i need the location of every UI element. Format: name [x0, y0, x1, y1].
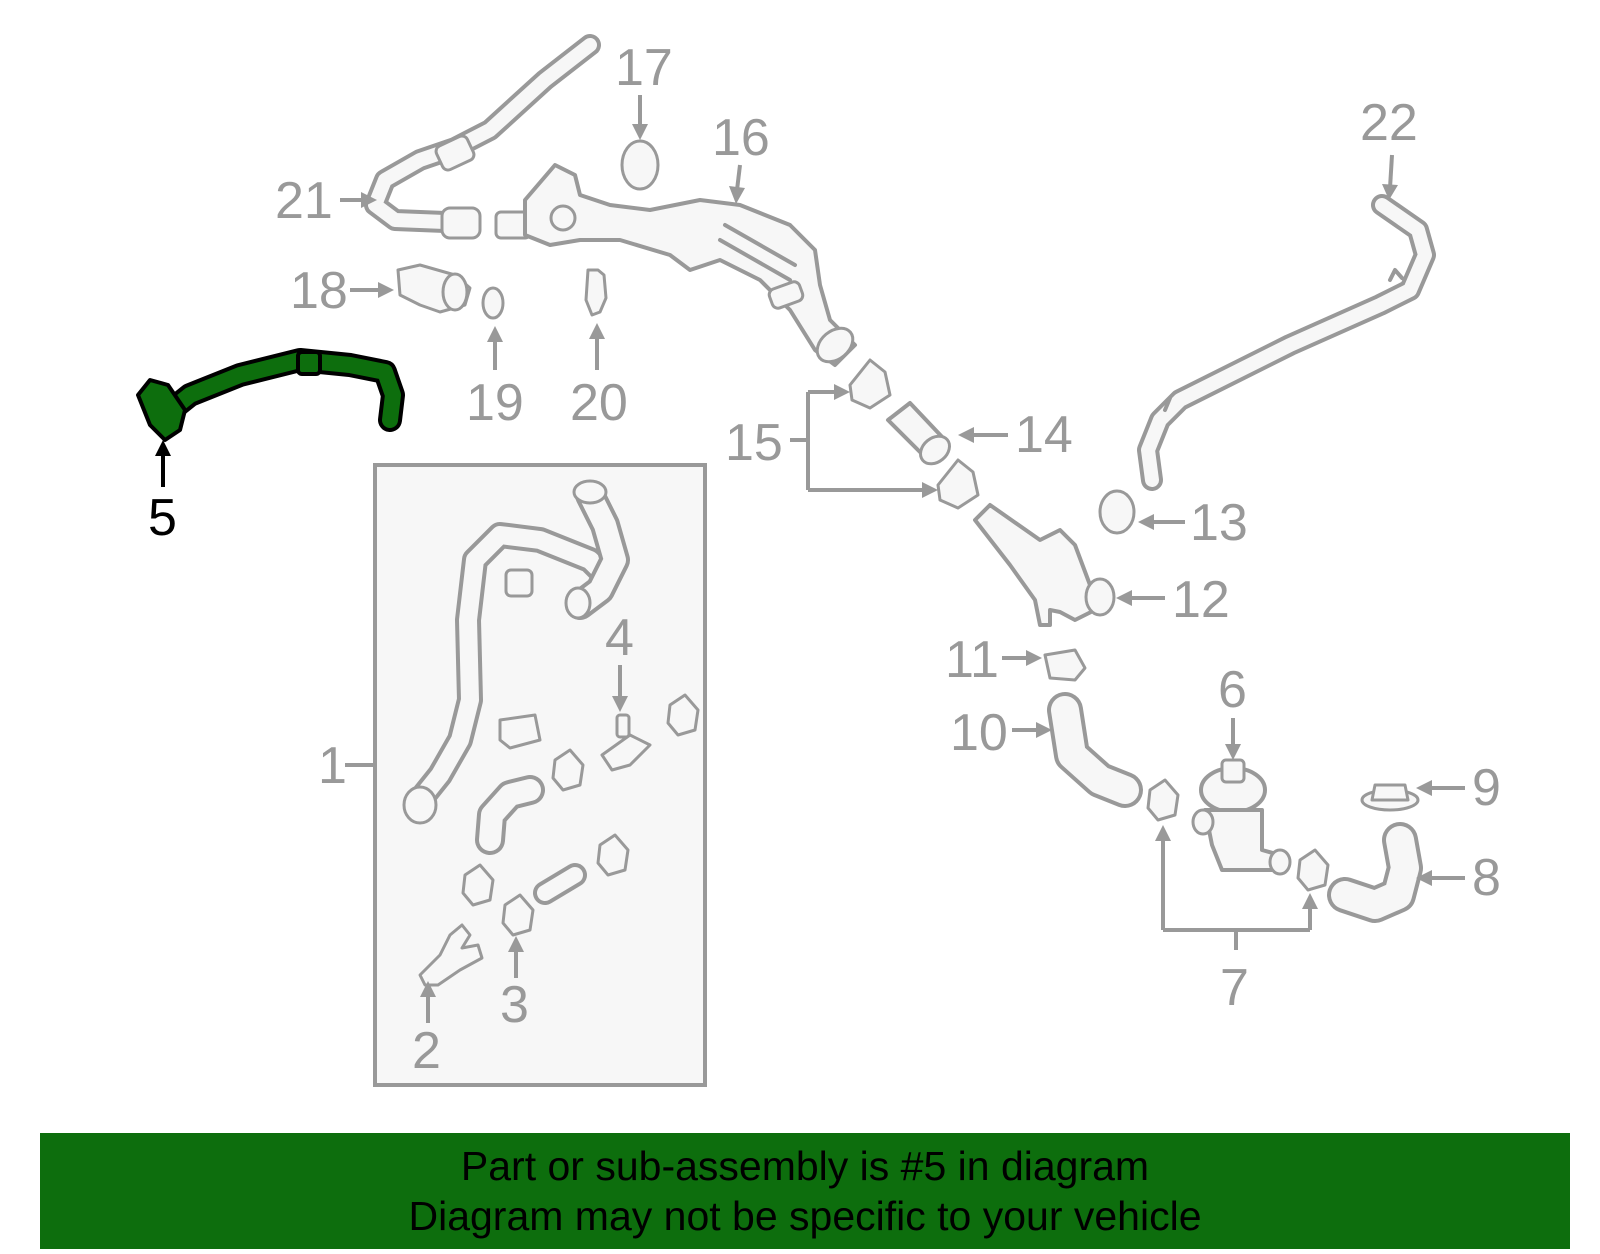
kit-clamp-a: [551, 748, 585, 792]
callout-10[interactable]: 10: [950, 704, 1008, 762]
callout-1[interactable]: 1: [318, 737, 347, 795]
part-17-o-ring[interactable]: [620, 139, 660, 191]
part-12-flange-pipe[interactable]: [973, 503, 1116, 627]
callout-6[interactable]: 6: [1218, 661, 1247, 719]
part-6-valve[interactable]: [1191, 758, 1292, 876]
kit-connector-small-hose: [533, 863, 587, 905]
callout-18[interactable]: 18: [290, 262, 348, 320]
part-9-cap[interactable]: [1360, 783, 1420, 812]
callout-8[interactable]: 8: [1472, 849, 1501, 907]
part-22-metal-pipe[interactable]: [1137, 194, 1436, 491]
part-2-y-connector[interactable]: [418, 923, 484, 987]
part-4-tee-connector[interactable]: [600, 713, 652, 772]
banner-line-1: Part or sub-assembly is #5 in diagram: [460, 1143, 1150, 1189]
kit-short-hose: [475, 775, 545, 855]
part-10-hose[interactable]: [1047, 692, 1143, 808]
part-3-clamp[interactable]: [501, 893, 535, 937]
part-8-hose[interactable]: [1327, 822, 1423, 923]
part-21-hose[interactable]: [364, 34, 601, 240]
kit-clamp-c: [596, 833, 630, 877]
callout-12[interactable]: 12: [1172, 571, 1230, 629]
part-7-clamp-right[interactable]: [1296, 848, 1330, 892]
kit-clamp-d: [461, 863, 495, 907]
callout-9[interactable]: 9: [1472, 759, 1501, 817]
callout-21[interactable]: 21: [275, 172, 333, 230]
callout-22[interactable]: 22: [1360, 94, 1418, 152]
leader-line-5: [155, 440, 171, 487]
callout-20[interactable]: 20: [570, 374, 628, 432]
callout-15[interactable]: 15: [725, 414, 783, 472]
part-14-hose[interactable]: [886, 401, 955, 469]
part-18-plug[interactable]: [396, 263, 472, 314]
callout-11[interactable]: 11: [945, 631, 999, 689]
part-7-clamp-left[interactable]: [1146, 778, 1180, 822]
part-16-coolant-pipe[interactable]: [494, 163, 859, 369]
callout-5[interactable]: 5: [148, 489, 177, 547]
callout-labels: 17 16 21 18 19 20 22 15 14 13 12 11 10 6…: [148, 39, 1501, 1080]
part-19-o-ring[interactable]: [481, 286, 505, 320]
part-15-clamp-lower[interactable]: [936, 458, 980, 510]
kit-small-connector: [504, 568, 534, 598]
callout-3[interactable]: 3: [500, 976, 529, 1034]
callout-2[interactable]: 2: [412, 1022, 441, 1080]
banner-line-2: Diagram may not be specific to your vehi…: [408, 1193, 1202, 1239]
callout-17[interactable]: 17: [615, 39, 673, 97]
part-5-hose-highlighted[interactable]: [136, 348, 405, 442]
kit-hose-s-bend: [564, 479, 630, 620]
callout-19[interactable]: 19: [466, 374, 524, 432]
info-banner: Part or sub-assembly is #5 in diagram Di…: [40, 1133, 1570, 1249]
kit-clamp-b: [666, 693, 700, 737]
part-15-clamp-upper[interactable]: [848, 358, 892, 410]
part-13-o-ring[interactable]: [1098, 489, 1136, 535]
callout-14[interactable]: 14: [1015, 406, 1073, 464]
part-11-clamp[interactable]: [1043, 648, 1087, 682]
callout-7[interactable]: 7: [1220, 959, 1249, 1017]
part-20-clip[interactable]: [584, 268, 608, 317]
callout-13[interactable]: 13: [1190, 494, 1248, 552]
kit-hose-long: [402, 522, 618, 825]
callout-16[interactable]: 16: [712, 109, 770, 167]
kit-cap: [498, 713, 542, 750]
leader-lines: [340, 95, 1465, 1023]
callout-4[interactable]: 4: [605, 609, 634, 667]
